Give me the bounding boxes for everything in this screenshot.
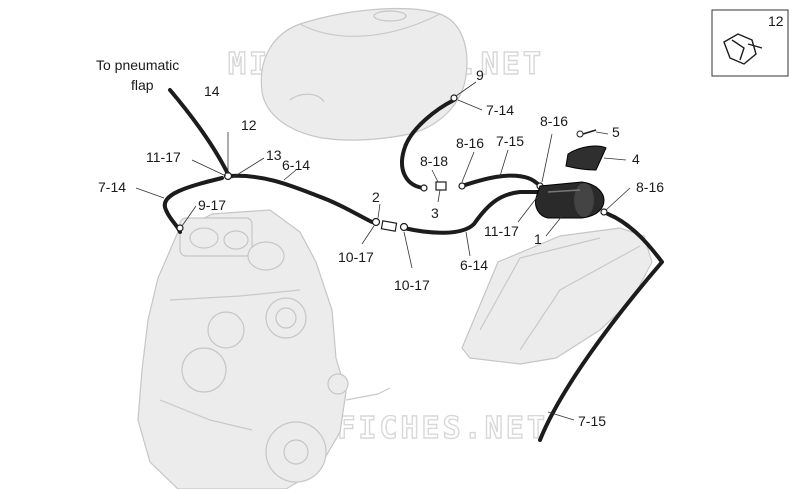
label-14: 14	[204, 83, 220, 99]
label-2: 2	[372, 189, 380, 205]
hose-14	[168, 88, 230, 176]
label-3: 3	[431, 205, 439, 221]
label-11-17-left: 11-17	[146, 149, 181, 165]
label-6-14-upper: 6-14	[282, 157, 310, 173]
part-labels: 14 12 11-17 13 7-14 9-17 6-14 2 10-17 10…	[98, 67, 664, 429]
hose-7-14-left	[162, 176, 224, 234]
label-5: 5	[612, 124, 620, 140]
canister	[535, 181, 605, 219]
hose-6-14-upper	[228, 173, 374, 224]
label-10-17-left: 10-17	[338, 249, 374, 265]
label-8-18: 8-18	[420, 153, 448, 169]
label-6-14-lower: 6-14	[460, 257, 488, 273]
label-9-17: 9-17	[198, 197, 226, 213]
hose-6-14-lower	[402, 190, 540, 235]
label-12: 12	[241, 117, 257, 133]
label-8-16-right: 8-16	[636, 179, 664, 195]
label-7-14-left: 7-14	[98, 179, 126, 195]
bracket	[565, 145, 607, 171]
inset-part-12: 12	[711, 9, 789, 77]
hose-7-14-right	[400, 98, 456, 190]
clip-icon	[723, 33, 763, 65]
fuel-tank	[260, 7, 468, 141]
label-7-15-upper: 7-15	[496, 133, 524, 149]
screw	[576, 129, 597, 138]
label-11-17-right: 11-17	[484, 223, 519, 239]
label-9: 9	[476, 67, 484, 83]
label-13: 13	[266, 147, 282, 163]
rear-tray	[461, 227, 653, 365]
label-7-14-right: 7-14	[486, 102, 514, 118]
label-8-16-left: 8-16	[456, 135, 484, 151]
inset-label: 12	[768, 13, 784, 29]
hose-7-15-upper	[460, 173, 542, 188]
label-4: 4	[632, 151, 640, 167]
leader-lines	[135, 81, 631, 421]
label-1: 1	[534, 231, 542, 247]
label-7-15-lower: 7-15	[578, 413, 606, 429]
label-8-16-middle: 8-16	[540, 113, 568, 129]
hose-7-15-lower	[538, 212, 664, 442]
note-line-1: To pneumatic	[96, 57, 179, 73]
note-line-2: flap	[131, 77, 154, 93]
label-10-17-right: 10-17	[394, 277, 430, 293]
connector-2	[380, 220, 398, 232]
engine	[137, 209, 391, 489]
connector-3	[435, 181, 447, 191]
